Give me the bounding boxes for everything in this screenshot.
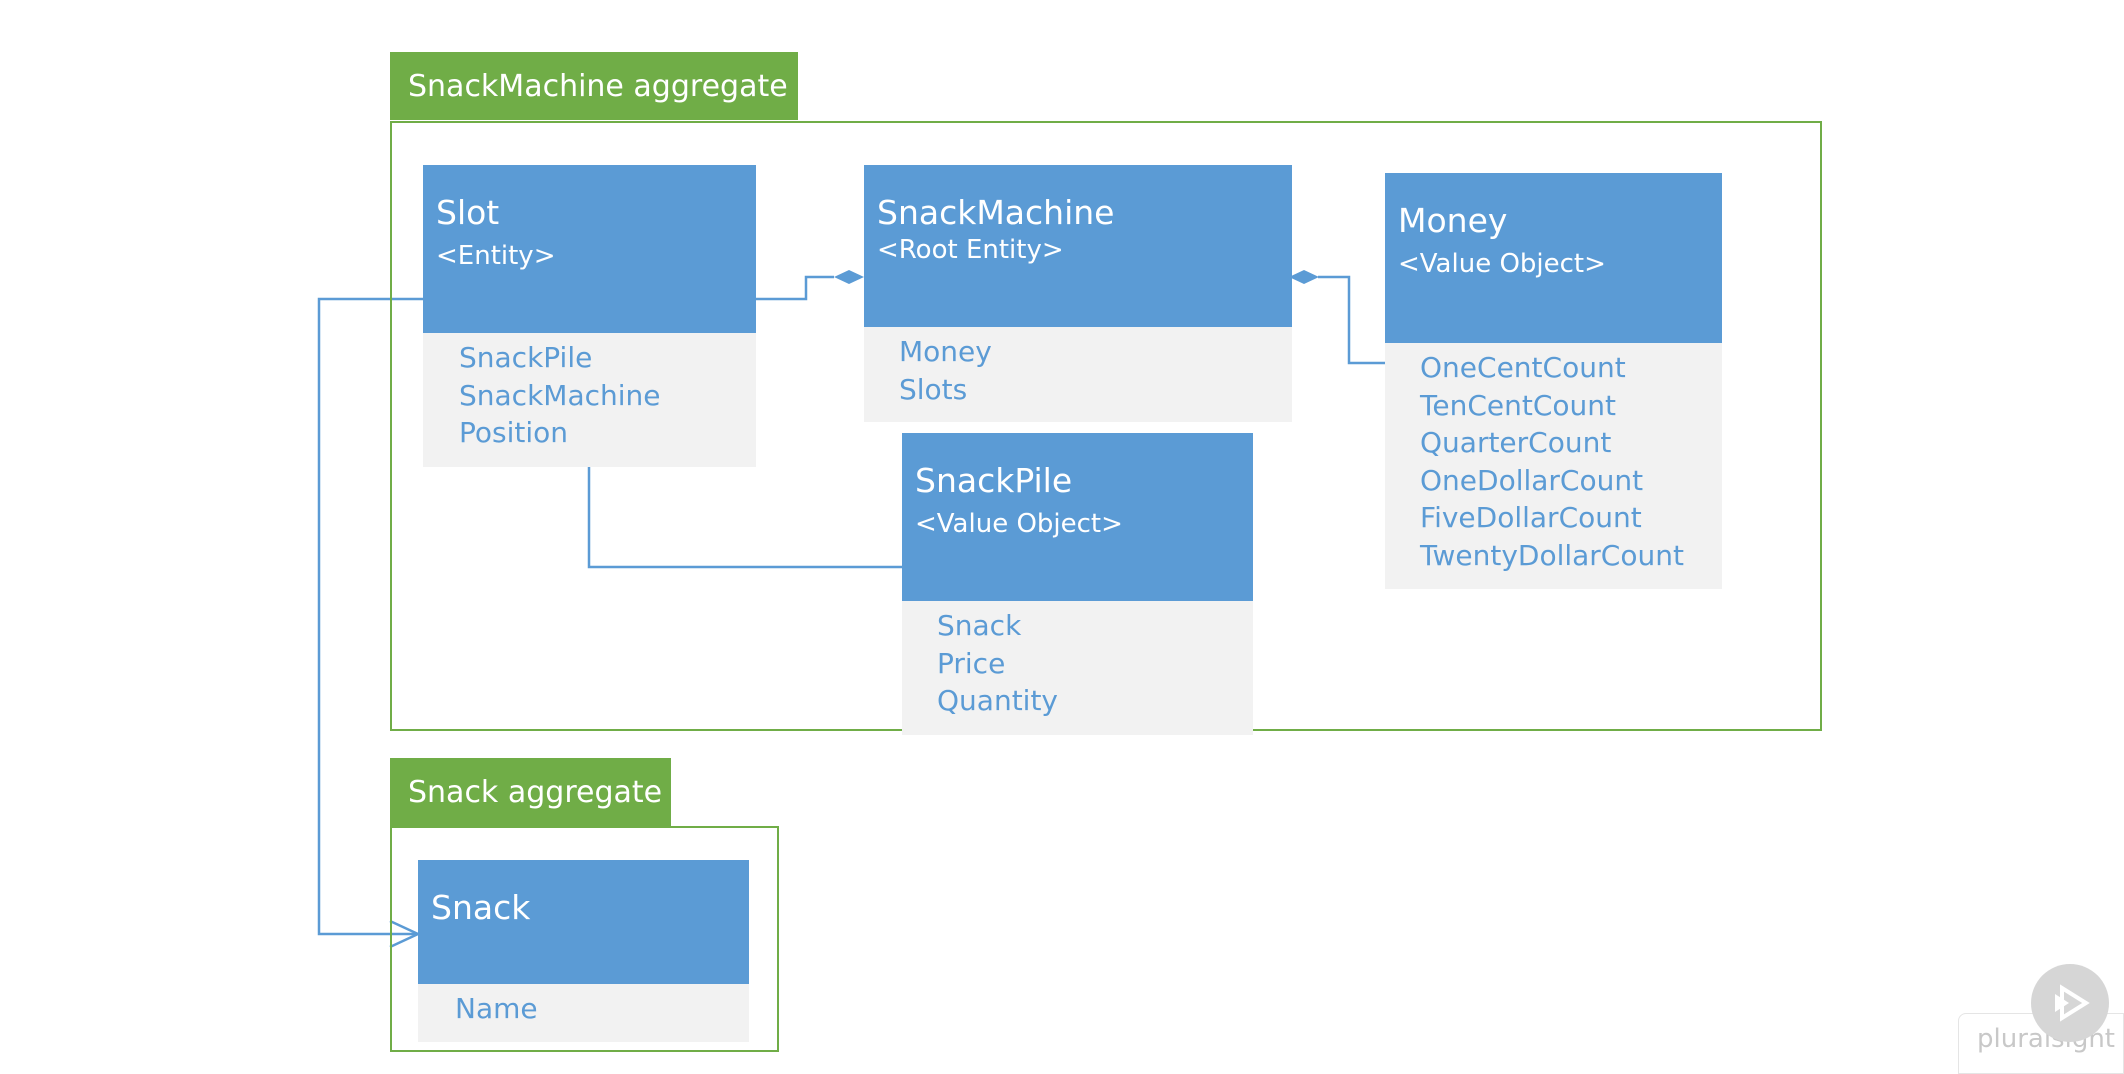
play-logo-icon bbox=[2031, 964, 2109, 1042]
field: Slots bbox=[899, 372, 968, 406]
field: Price bbox=[937, 646, 1006, 680]
class-snackmachine: SnackMachine <Root Entity> Money Slots bbox=[864, 165, 1292, 422]
class-snackpile-name: SnackPile bbox=[915, 461, 1073, 500]
field: Snack bbox=[937, 609, 1022, 642]
class-slot-fields: SnackPile SnackMachine Position bbox=[423, 333, 756, 467]
class-snackpile-fields: Snack Price Quantity bbox=[902, 601, 1253, 735]
class-snackmachine-fields: Money Slots bbox=[864, 327, 1292, 422]
class-slot-stereotype: <Entity> bbox=[436, 240, 556, 271]
snack-aggregate-frame bbox=[390, 826, 779, 1052]
class-slot: Slot <Entity> SnackPile SnackMachine Pos… bbox=[423, 165, 756, 467]
field: Quantity bbox=[937, 684, 1058, 717]
field: Position bbox=[459, 416, 569, 449]
field: OneDollarCount bbox=[1420, 463, 1644, 497]
class-snack: Snack Name bbox=[418, 860, 749, 1042]
class-snackmachine-stereotype: <Root Entity> bbox=[877, 234, 1064, 265]
field: FiveDollarCount bbox=[1420, 501, 1642, 534]
field: Money bbox=[899, 335, 992, 368]
class-snack-name: Snack bbox=[431, 888, 531, 927]
field: TwentyDollarCount bbox=[1420, 538, 1684, 572]
field: TenCentCount bbox=[1420, 388, 1616, 422]
snack-aggregate-label: Snack aggregate bbox=[408, 774, 663, 810]
class-money-stereotype: <Value Object> bbox=[1398, 248, 1606, 279]
class-snackmachine-name: SnackMachine bbox=[877, 193, 1115, 232]
snackmachine-aggregate-tab: SnackMachine aggregate bbox=[390, 52, 798, 120]
class-slot-header: Slot <Entity> bbox=[423, 165, 756, 333]
class-money-fields: OneCentCount TenCentCount QuarterCount O… bbox=[1385, 343, 1722, 589]
field: SnackMachine bbox=[459, 378, 661, 412]
field: QuarterCount bbox=[1420, 426, 1612, 459]
play-glyph-icon bbox=[2055, 984, 2090, 1022]
class-snack-header: Snack bbox=[418, 860, 749, 984]
class-snackpile-header: SnackPile <Value Object> bbox=[902, 433, 1253, 601]
snackmachine-aggregate-label: SnackMachine aggregate bbox=[408, 68, 788, 104]
class-snackmachine-header: SnackMachine <Root Entity> bbox=[864, 165, 1292, 327]
class-money-header: Money <Value Object> bbox=[1385, 173, 1722, 343]
field: SnackPile bbox=[459, 341, 593, 374]
class-money: Money <Value Object> OneCentCount TenCen… bbox=[1385, 173, 1722, 589]
class-snack-fields: Name bbox=[418, 984, 749, 1042]
class-snackpile: SnackPile <Value Object> Snack Price Qua… bbox=[902, 433, 1253, 735]
class-money-name: Money bbox=[1398, 201, 1508, 240]
field: Name bbox=[455, 992, 538, 1025]
class-slot-name: Slot bbox=[436, 193, 500, 232]
class-snackpile-stereotype: <Value Object> bbox=[915, 508, 1123, 539]
snack-aggregate-tab: Snack aggregate bbox=[390, 758, 671, 826]
field: OneCentCount bbox=[1420, 351, 1626, 384]
